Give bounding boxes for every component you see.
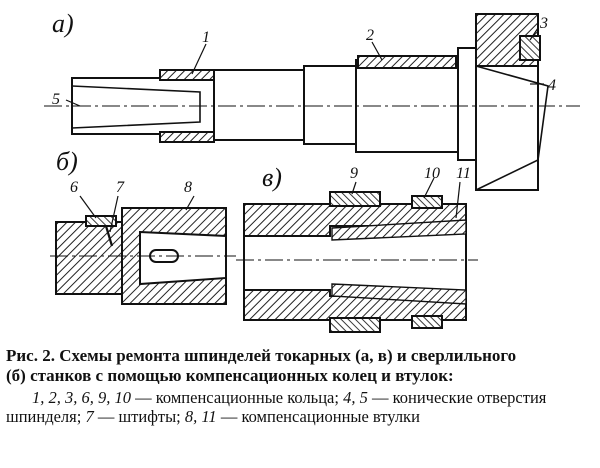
callout-6: 6	[70, 179, 78, 196]
callout-7: 7	[116, 179, 125, 196]
callout-2: 2	[366, 27, 374, 44]
panel-b: б) 6 7 8	[50, 147, 236, 305]
ring-6	[85, 215, 117, 227]
legend-dash: —	[135, 388, 152, 407]
panel-v: в) 9 10 11	[236, 163, 478, 333]
caption-title-line-1: Рис. 2. Схемы ремонта шпинделей токарных…	[6, 346, 517, 365]
callout-9: 9	[350, 165, 358, 182]
legend-nums: 4, 5	[343, 388, 368, 407]
legend-nums: 7	[85, 407, 94, 426]
drill-spindle-body	[55, 221, 133, 295]
panel-v-label: в)	[262, 163, 282, 192]
legend-dash: —	[97, 407, 115, 426]
legend-dash: —	[371, 388, 389, 407]
legend-desc: компенсационные кольца;	[155, 388, 339, 407]
panel-a: а) 1 2 3 4 5	[44, 9, 580, 191]
shaft-step-1	[213, 69, 305, 141]
legend-desc: коничеcкие отверстия шпинделя;	[6, 388, 547, 426]
callout-3: 3	[539, 15, 548, 32]
ring-1	[159, 69, 215, 81]
ring-2	[357, 55, 457, 69]
conical-bore-4	[475, 65, 549, 191]
callout-5: 5	[52, 91, 60, 108]
ring-3	[519, 35, 541, 61]
callout-4: 4	[548, 77, 556, 94]
caption-title: Рис. 2. Схемы ремонта шпинделей токарных…	[6, 346, 596, 386]
panel-b-label: б)	[56, 147, 78, 176]
flange	[457, 47, 477, 161]
legend-dash: —	[220, 407, 238, 426]
legend-desc: компенсационные втулки	[241, 407, 420, 426]
figure-caption: Рис. 2. Схемы ремонта шпинделей токарных…	[6, 346, 596, 426]
legend-nums: 1, 2, 3, 6, 9, 10	[32, 388, 131, 407]
repair-schemes-drawing: а) 1 2 3 4 5 б)	[44, 9, 580, 333]
panel-a-label: а)	[52, 9, 74, 38]
caption-legend: 1, 2, 3, 6, 9, 10 — компенсационные коль…	[6, 388, 596, 426]
conical-bore-5	[71, 85, 201, 129]
callout-11: 11	[456, 165, 471, 182]
pin-7	[104, 225, 114, 247]
callout-1: 1	[202, 29, 210, 46]
callout-10: 10	[424, 165, 440, 182]
legend-desc: штифты;	[118, 407, 181, 426]
callout-8: 8	[184, 179, 192, 196]
sleeve-11	[331, 219, 467, 241]
shaft-step-2	[303, 65, 357, 145]
legend-nums: 8, 11	[184, 407, 217, 426]
ring-9	[329, 191, 381, 207]
caption-title-line-2: (б) станков с помощью компенсационных ко…	[6, 366, 454, 385]
ring-10	[411, 195, 443, 209]
